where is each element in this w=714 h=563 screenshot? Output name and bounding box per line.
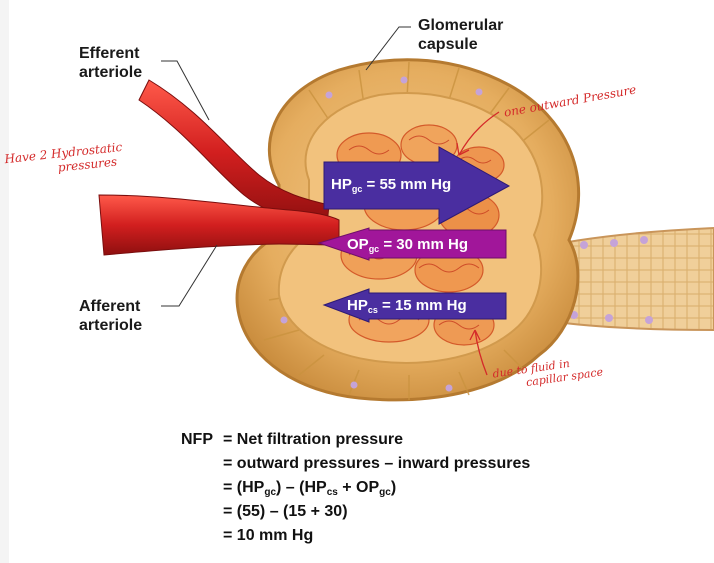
hp-cs-arrow-shape [322, 288, 507, 323]
equation-line-2: = outward pressures – inward pressures [223, 455, 531, 472]
op-gc-arrow-label: OPgc = 30 mm Hg [347, 236, 468, 254]
efferent-arteriole-label: Efferent arteriole [79, 44, 142, 82]
glomerular-label-line1: Glomerular [418, 17, 504, 34]
eq3-part-c: + OP [337, 479, 380, 496]
glomerular-capsule-label: Glomerular capsule [418, 16, 503, 54]
hp-gc-arrow-label: HPgc = 55 mm Hg [331, 176, 451, 194]
glomerulus-illustration [98, 26, 714, 402]
hp-gc-value: = 55 mm Hg [362, 176, 452, 193]
hp-cs-value: = 15 mm Hg [377, 297, 467, 314]
equation-line-1: = Net filtration pressure [223, 431, 404, 448]
equation-line-3: = (HPgc) – (HPcs + OPgc) [223, 478, 396, 503]
nfp-prefix: NFP [181, 431, 213, 448]
hp-gc-main: HP [331, 176, 352, 193]
capillar-annotation-arrow [469, 329, 488, 376]
hp-gc-sub: gc [351, 184, 363, 194]
op-gc-arrow-shape [317, 227, 507, 261]
hp-cs-arrow-label: HPcs = 15 mm Hg [347, 297, 467, 315]
efferent-leader [161, 60, 210, 121]
eq3-sub-a: gc [264, 487, 277, 498]
outward-annotation-arrow [456, 111, 500, 156]
efferent-label-line2: arteriole [79, 64, 143, 81]
eq3-part-b: ) – (HP [276, 479, 327, 496]
op-gc-sub: gc [368, 244, 380, 254]
hp-gc-arrow-shape [323, 146, 511, 225]
hp-cs-main: HP [347, 297, 368, 314]
afferent-label-line2: arteriole [79, 317, 143, 334]
afferent-arteriole-label: Afferent arteriole [79, 297, 142, 335]
op-gc-main: OP [347, 236, 369, 253]
page: Efferent arteriole Afferent arteriole Gl… [4, 0, 714, 563]
afferent-leader [161, 244, 218, 307]
glomerular-label-line2: capsule [418, 36, 478, 53]
eq3-part-d: ) [390, 479, 397, 496]
glomerular-leader [365, 26, 411, 71]
afferent-label-line1: Afferent [79, 298, 141, 315]
eq3-sub-c: gc [379, 487, 391, 498]
op-gc-value: = 30 mm Hg [379, 236, 468, 253]
equation-line-5: = 10 mm Hg [223, 527, 314, 544]
hp-cs-sub: cs [367, 305, 378, 315]
eq3-sub-b: cs [326, 487, 338, 498]
eq3-part-a: = (HP [223, 479, 265, 496]
efferent-label-line1: Efferent [79, 45, 140, 62]
equation-line-4: = (55) – (15 + 30) [223, 503, 348, 520]
